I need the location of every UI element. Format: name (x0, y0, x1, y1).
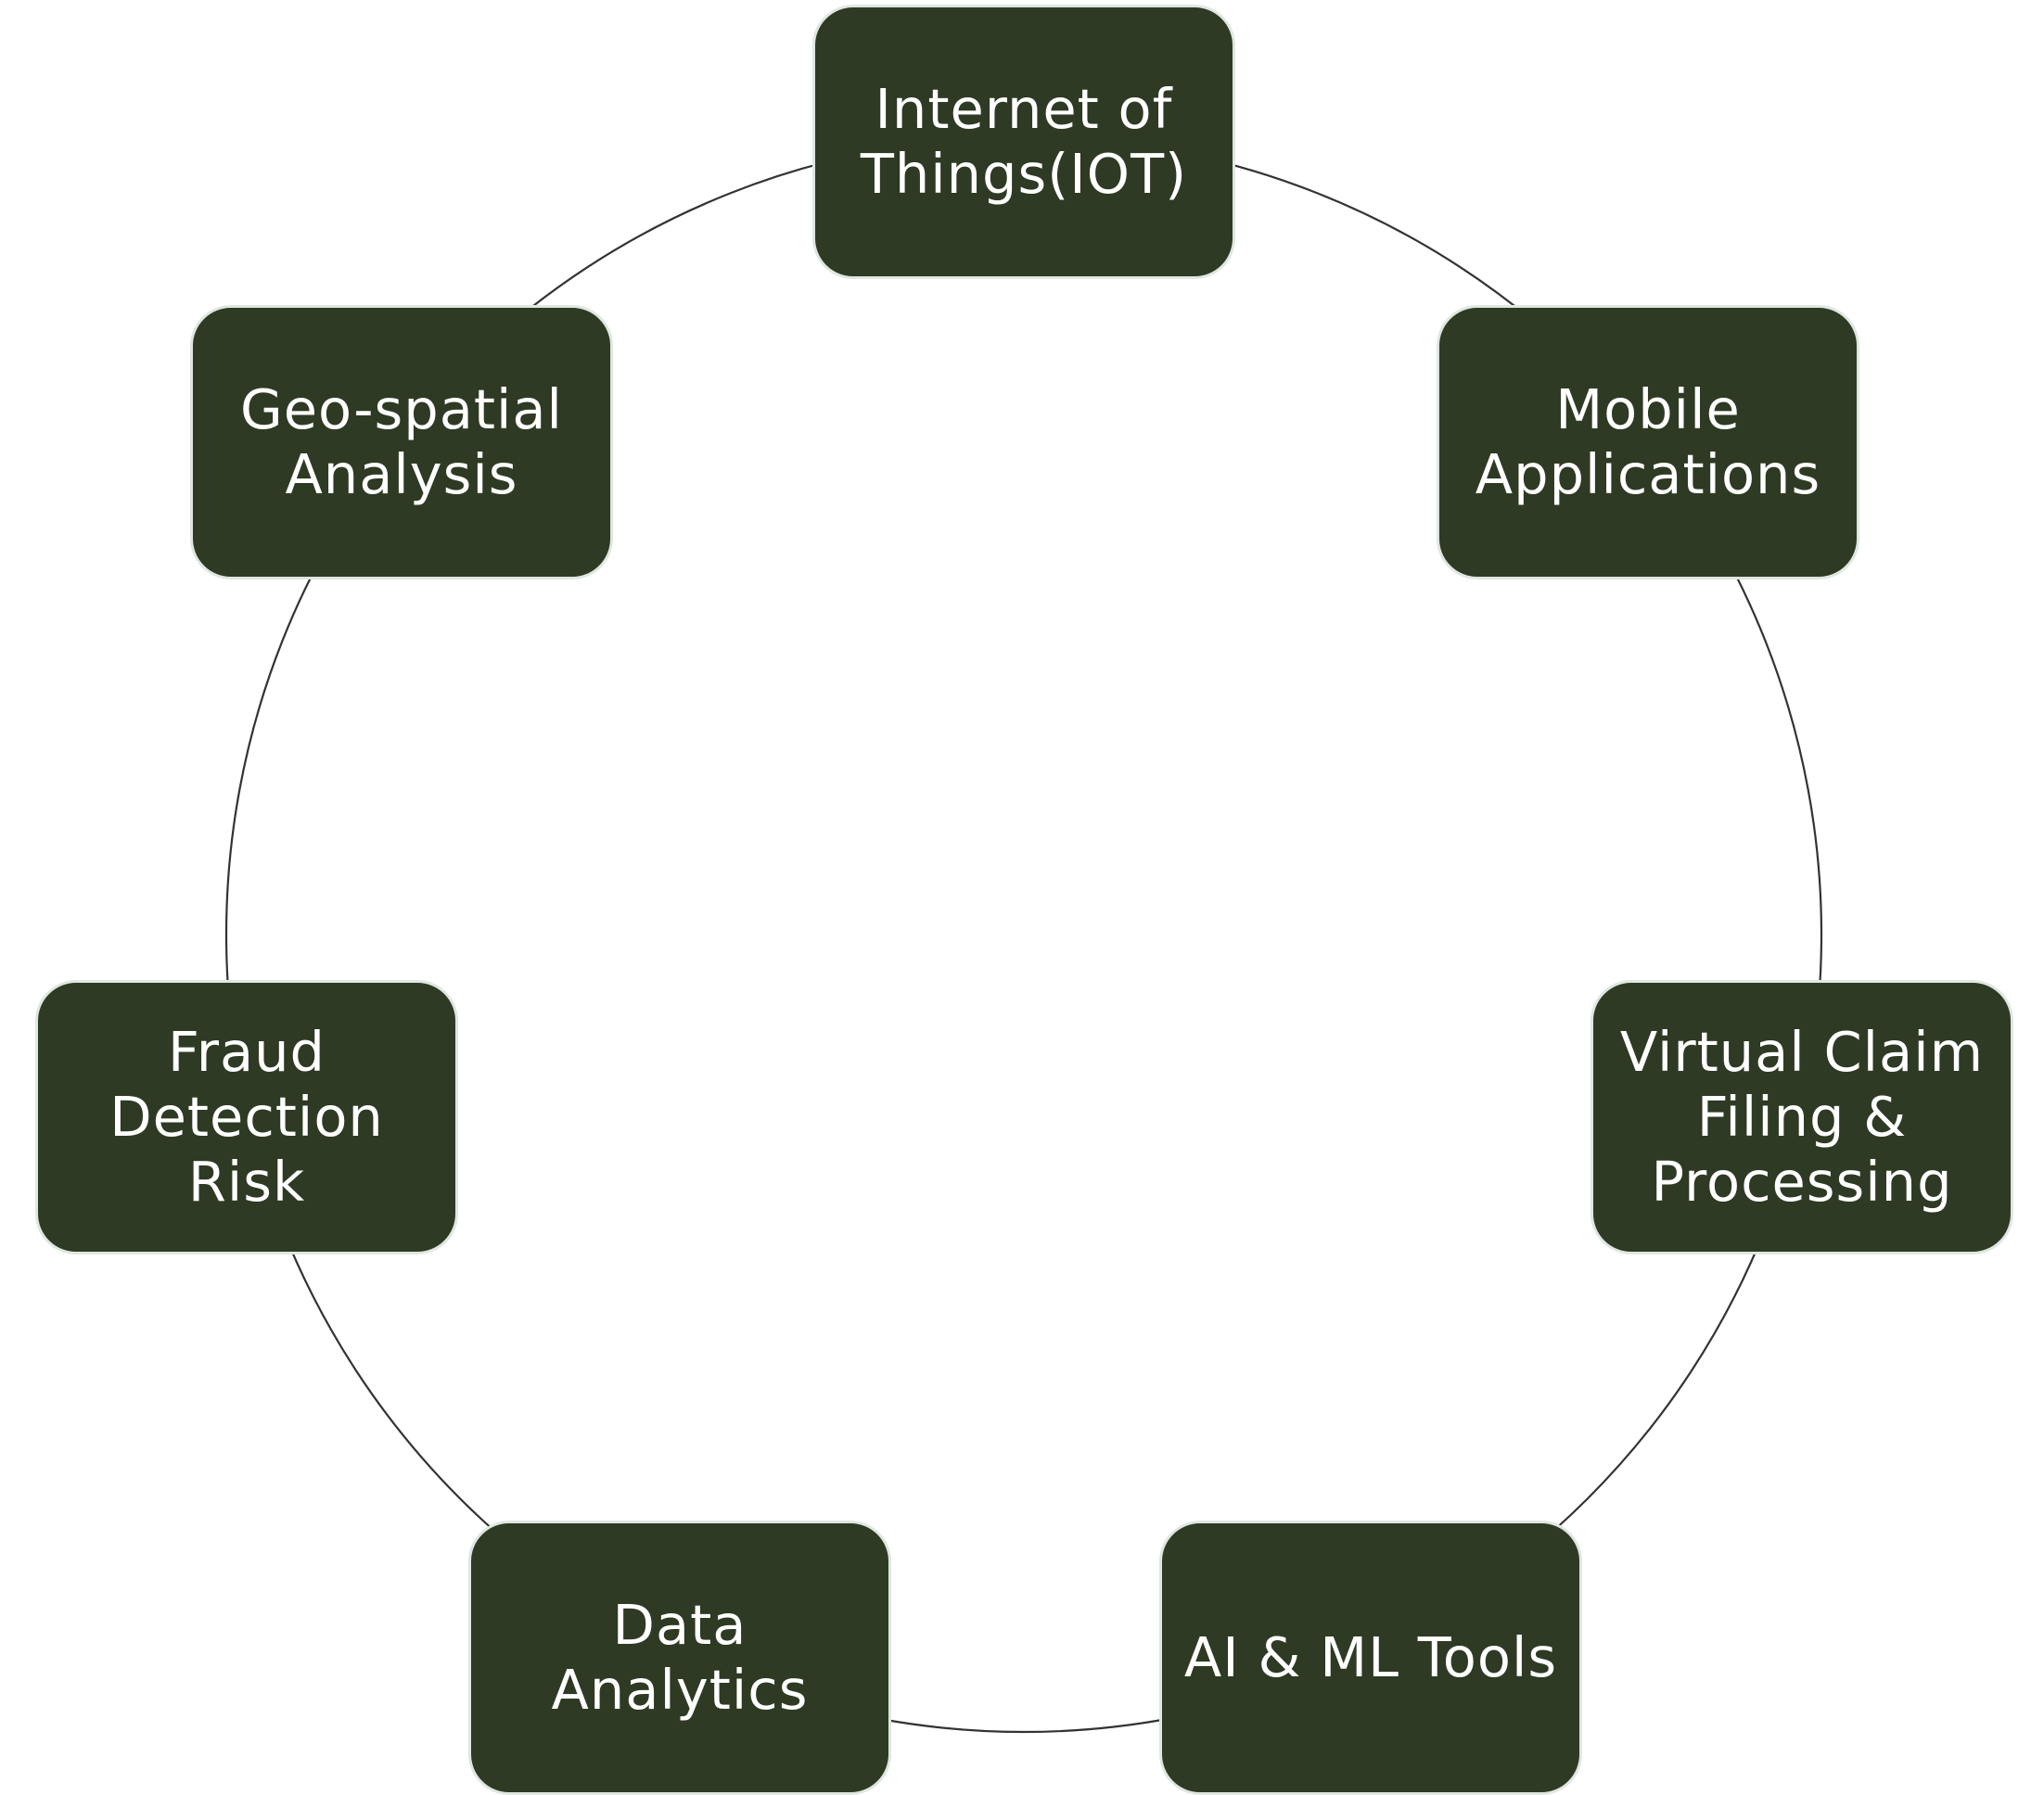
node-internet-of-things: Internet of Things(IOT) (812, 5, 1235, 279)
node-fraud-detection-risk: Fraud Detection Risk (35, 980, 458, 1254)
node-label: Internet of Things(IOT) (860, 77, 1188, 206)
node-label: Virtual Claim Filing & Processing (1619, 1020, 1985, 1214)
node-label: Geo-spatial Analysis (240, 377, 563, 506)
node-label: Data Analytics (551, 1593, 809, 1722)
node-label: Fraud Detection Risk (109, 1020, 384, 1214)
node-ai-ml-tools: AI & ML Tools (1159, 1521, 1582, 1795)
node-geo-spatial-analysis: Geo-spatial Analysis (190, 305, 613, 579)
node-label: Mobile Applications (1475, 377, 1821, 506)
node-mobile-applications: Mobile Applications (1437, 305, 1859, 579)
node-virtual-claim-filing: Virtual Claim Filing & Processing (1590, 980, 2013, 1254)
node-label: AI & ML Tools (1183, 1625, 1558, 1689)
node-data-analytics: Data Analytics (468, 1521, 891, 1795)
